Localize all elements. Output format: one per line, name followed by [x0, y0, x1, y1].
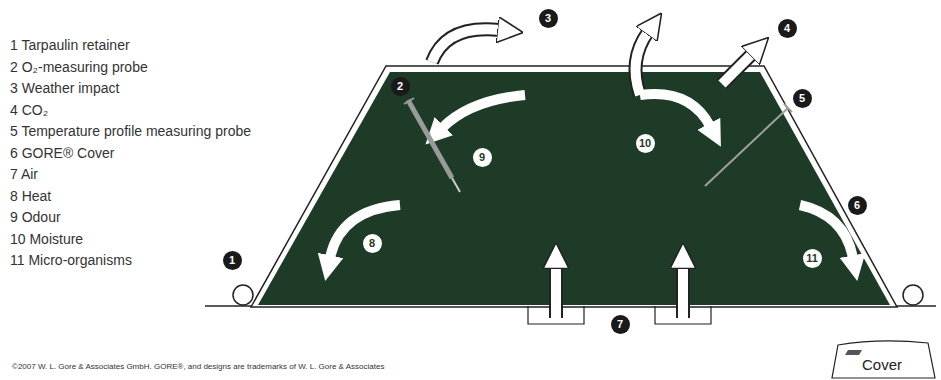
legend-item: 7 Air [10, 165, 38, 183]
moisture-arrow [636, 32, 649, 95]
copyright-note: ©2007 W. L. Gore & Associates GmbH. GORE… [12, 362, 384, 371]
callout-number: 3 [539, 9, 558, 28]
callout-number: 10 [636, 134, 655, 153]
legend-item: 9 Odour [10, 208, 61, 226]
legend-item: 3 Weather impact [10, 79, 119, 97]
o2-probe-handle [404, 98, 414, 104]
compost-pile [258, 72, 890, 305]
cover-outline [251, 66, 897, 307]
co2-arrow [722, 54, 752, 84]
callout-number: 1 [223, 251, 242, 270]
callout-number: 11 [803, 249, 822, 268]
legend-item: 11 Micro-organisms [10, 251, 132, 269]
callout-number: 8 [363, 234, 382, 253]
legend-item: 6 GORE® Cover [10, 144, 114, 162]
cover-logo [832, 341, 935, 378]
odour-arrow [442, 95, 525, 128]
legend-item: 2 O₂-measuring probe [10, 58, 148, 76]
callout-number: 2 [391, 77, 410, 96]
co2-arrow [722, 54, 752, 84]
weather-arrow [432, 29, 500, 62]
callout-number: 4 [778, 19, 797, 38]
callout-number: 9 [473, 148, 492, 167]
o2-probe-tip [452, 178, 460, 192]
air-arrow [551, 266, 561, 318]
temperature-probe-handle [784, 104, 792, 112]
legend-item: 8 Heat [10, 187, 51, 205]
moisture-arrow [640, 94, 710, 126]
logo-text: Cover [862, 356, 902, 373]
legend-item: 5 Temperature profile measuring probe [10, 122, 251, 140]
callout-number: 6 [848, 196, 867, 215]
heat-arrow [330, 205, 400, 258]
air-arrow [678, 266, 688, 318]
air-arrow [549, 266, 563, 318]
weather-arrow [432, 29, 500, 62]
legend-item: 10 Moisture [10, 230, 83, 248]
tarpaulin-retainer [903, 285, 923, 305]
moisture-arrow [636, 32, 649, 95]
callout-number: 7 [611, 315, 630, 334]
legend-item: 1 Tarpaulin retainer [10, 36, 130, 54]
o2-probe [408, 100, 452, 178]
air-arrow [676, 266, 690, 318]
logo-mark [845, 350, 862, 355]
tarpaulin-retainer [233, 285, 253, 305]
temperature-probe [705, 108, 788, 186]
callout-number: 5 [793, 89, 812, 108]
legend-item: 4 CO₂ [10, 101, 48, 119]
